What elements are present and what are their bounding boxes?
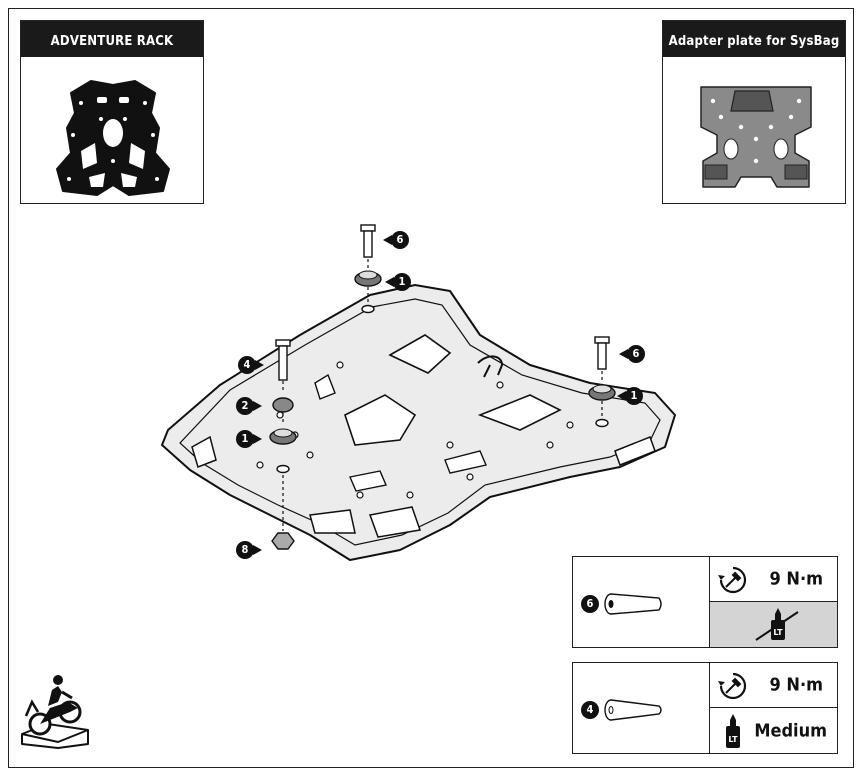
spec-part-cell: 6 <box>573 557 709 647</box>
callout-spacer-left: 2 <box>236 397 266 415</box>
spacer-left <box>272 397 294 413</box>
spec-torque-cell: 9 N·m <box>709 557 837 602</box>
adventure-rack-thumbnail <box>56 80 170 196</box>
screw-top-head <box>360 224 376 232</box>
torque-wrench-icon <box>718 672 747 700</box>
nut-bottom <box>271 532 295 550</box>
svg-text:LT: LT <box>728 735 738 744</box>
bolt-left <box>278 345 288 381</box>
screw-short-icon <box>604 593 662 615</box>
spec-threadlock-cell: LT Medium <box>709 708 837 753</box>
adventure-rack-panel: ADVENTURE RACK <box>20 20 204 204</box>
spec-part-cell: 4 <box>573 663 709 753</box>
callout-arrow-icon <box>385 277 394 287</box>
spec-torque-cell: 9 N·m <box>709 663 837 708</box>
adventure-rack-title: ADVENTURE RACK <box>21 21 203 57</box>
callout-washer-right: 1 <box>617 387 647 405</box>
callout-arrow-icon <box>617 391 626 401</box>
screw-right <box>597 342 607 370</box>
part-number-badge: 4 <box>581 701 599 719</box>
rack-cutout-center <box>344 394 417 446</box>
callout-arrow-icon <box>383 235 392 245</box>
callout-nut-bottom: 8 <box>236 541 266 559</box>
spec-table-part-6: 6 9 N·m LT <box>572 556 838 648</box>
adapter-plate-title: Adapter plate for SysBag 15 <box>663 21 845 79</box>
threadlock-strength: Medium <box>754 720 827 741</box>
torque-value: 9 N·m <box>769 568 823 590</box>
callout-arrow-icon <box>253 545 262 555</box>
callout-arrow-icon <box>253 401 262 411</box>
svg-text:LT: LT <box>773 628 783 637</box>
callout-screw-right: 6 <box>619 345 649 363</box>
screw-top-shank <box>363 230 373 258</box>
callout-arrow-icon <box>255 360 264 370</box>
callout-washer-left: 1 <box>236 430 266 448</box>
adapter-plate-thumbnail <box>700 86 812 188</box>
torque-value: 9 N·m <box>769 674 823 696</box>
callout-screw-top: 6 <box>383 231 413 249</box>
callout-arrow-icon <box>619 349 628 359</box>
callout-arrow-icon <box>253 434 262 444</box>
adapter-plate-panel: Adapter plate for SysBag 15 <box>662 20 846 204</box>
rack-cutout-right <box>477 394 562 431</box>
threadlock-bottle-icon: LT <box>726 714 740 748</box>
rack-cutout-top <box>388 334 452 374</box>
rack-assembly-drawing <box>161 224 676 561</box>
torque-wrench-icon <box>718 566 747 594</box>
spec-table-part-4: 4 9 N·m LT Medium <box>572 662 838 754</box>
callout-washer-top: 1 <box>385 273 415 291</box>
callout-bolt-left: 4 <box>238 356 268 374</box>
spec-threadlock-cell: LT <box>709 602 837 647</box>
motorcycle-on-stand-icon <box>21 675 89 749</box>
screw-long-icon <box>604 699 662 721</box>
part-number-badge: 6 <box>581 595 599 613</box>
threadlock-none-icon: LT <box>755 608 799 641</box>
